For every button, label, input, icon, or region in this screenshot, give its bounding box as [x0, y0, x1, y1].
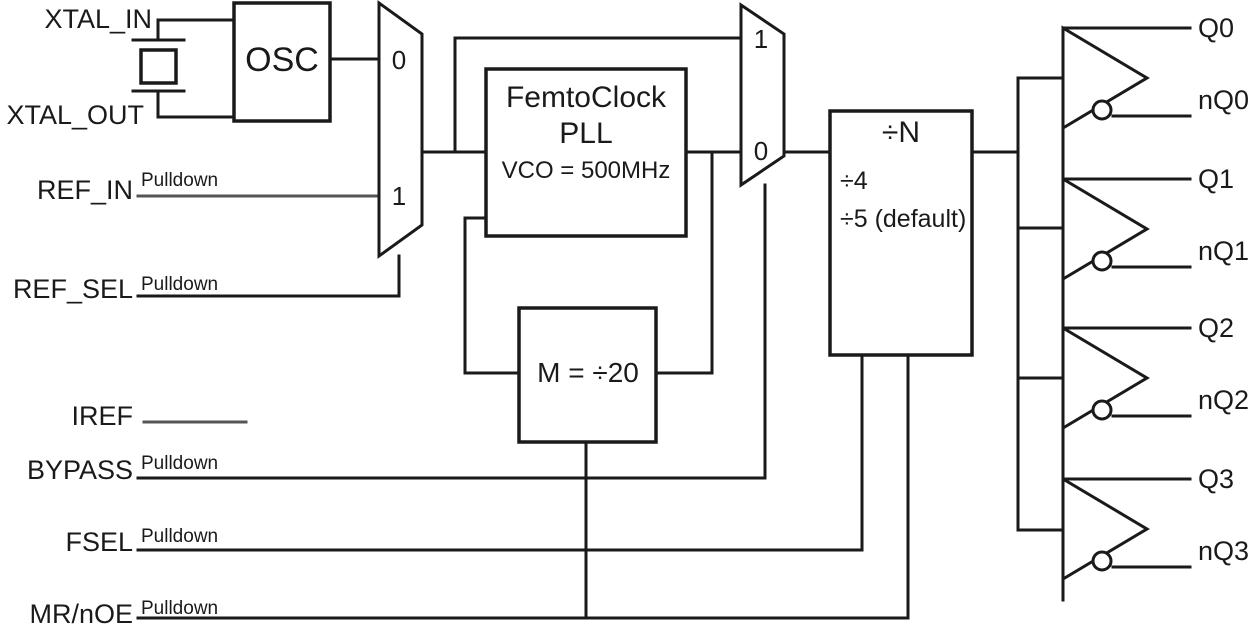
m-divider-block [517, 306, 658, 444]
output-label-q1: Q1 [1198, 164, 1234, 194]
bypass-mux-body [739, 2, 786, 188]
pin-label-xtal-out: XTAL_OUT [6, 100, 144, 130]
ref-mux-input-1-label: 1 [392, 181, 406, 211]
crystal-body [139, 48, 178, 85]
output-label-nq2: nQ2 [1198, 385, 1249, 415]
n-divider-option1: ÷4 [840, 167, 868, 195]
annotation-fsel-pulldown: Pulldown [141, 526, 218, 547]
annotation-mr-noe-pulldown: Pulldown [141, 598, 218, 619]
annotation-bypass-pulldown: Pulldown [141, 453, 218, 474]
pll-line3: VCO = 500MHz [502, 157, 671, 184]
n-divider-option2: ÷5 (default) [840, 205, 966, 233]
inverting-bubble-3 [1091, 550, 1113, 572]
pll-line2: PLL [559, 117, 612, 150]
bypass-mux-input-1-label: 1 [754, 24, 768, 54]
osc-label: OSC [245, 41, 319, 79]
pin-label-iref: IREF [71, 401, 133, 431]
output-label-nq1: nQ1 [1198, 236, 1249, 266]
pin-label-bypass: BYPASS [27, 455, 133, 485]
annotation-ref-in-pulldown: Pulldown [141, 170, 218, 191]
inverting-bubble-0 [1091, 99, 1113, 121]
pll-line1: FemtoClock [506, 81, 667, 114]
output-label-nq3: nQ3 [1198, 536, 1249, 566]
pin-label-mr-noe: MR/nOE [29, 599, 133, 628]
n-divider-title: ÷N [882, 116, 920, 149]
m-divider-label: M = ÷20 [537, 357, 639, 388]
annotation-ref-sel-pulldown: Pulldown [141, 274, 218, 295]
ref-mux-body [377, 0, 424, 259]
bypass-mux-input-0-label: 0 [754, 136, 768, 166]
pll-block [484, 67, 688, 238]
osc-block [232, 1, 332, 123]
output-label-nq0: nQ0 [1198, 85, 1249, 115]
output-label-q3: Q3 [1198, 464, 1234, 494]
n-divider-block [828, 109, 974, 357]
output-label-q2: Q2 [1198, 313, 1234, 343]
inverting-bubble-1 [1091, 250, 1113, 272]
inverting-bubble-2 [1091, 399, 1113, 421]
pin-label-ref-in: REF_IN [37, 175, 133, 205]
pin-label-xtal-in: XTAL_IN [44, 4, 152, 34]
output-label-q0: Q0 [1198, 13, 1234, 43]
pin-label-ref-sel: REF_SEL [13, 274, 133, 304]
pin-label-fsel: FSEL [65, 527, 133, 557]
ref-mux-input-0-label: 0 [392, 45, 406, 75]
